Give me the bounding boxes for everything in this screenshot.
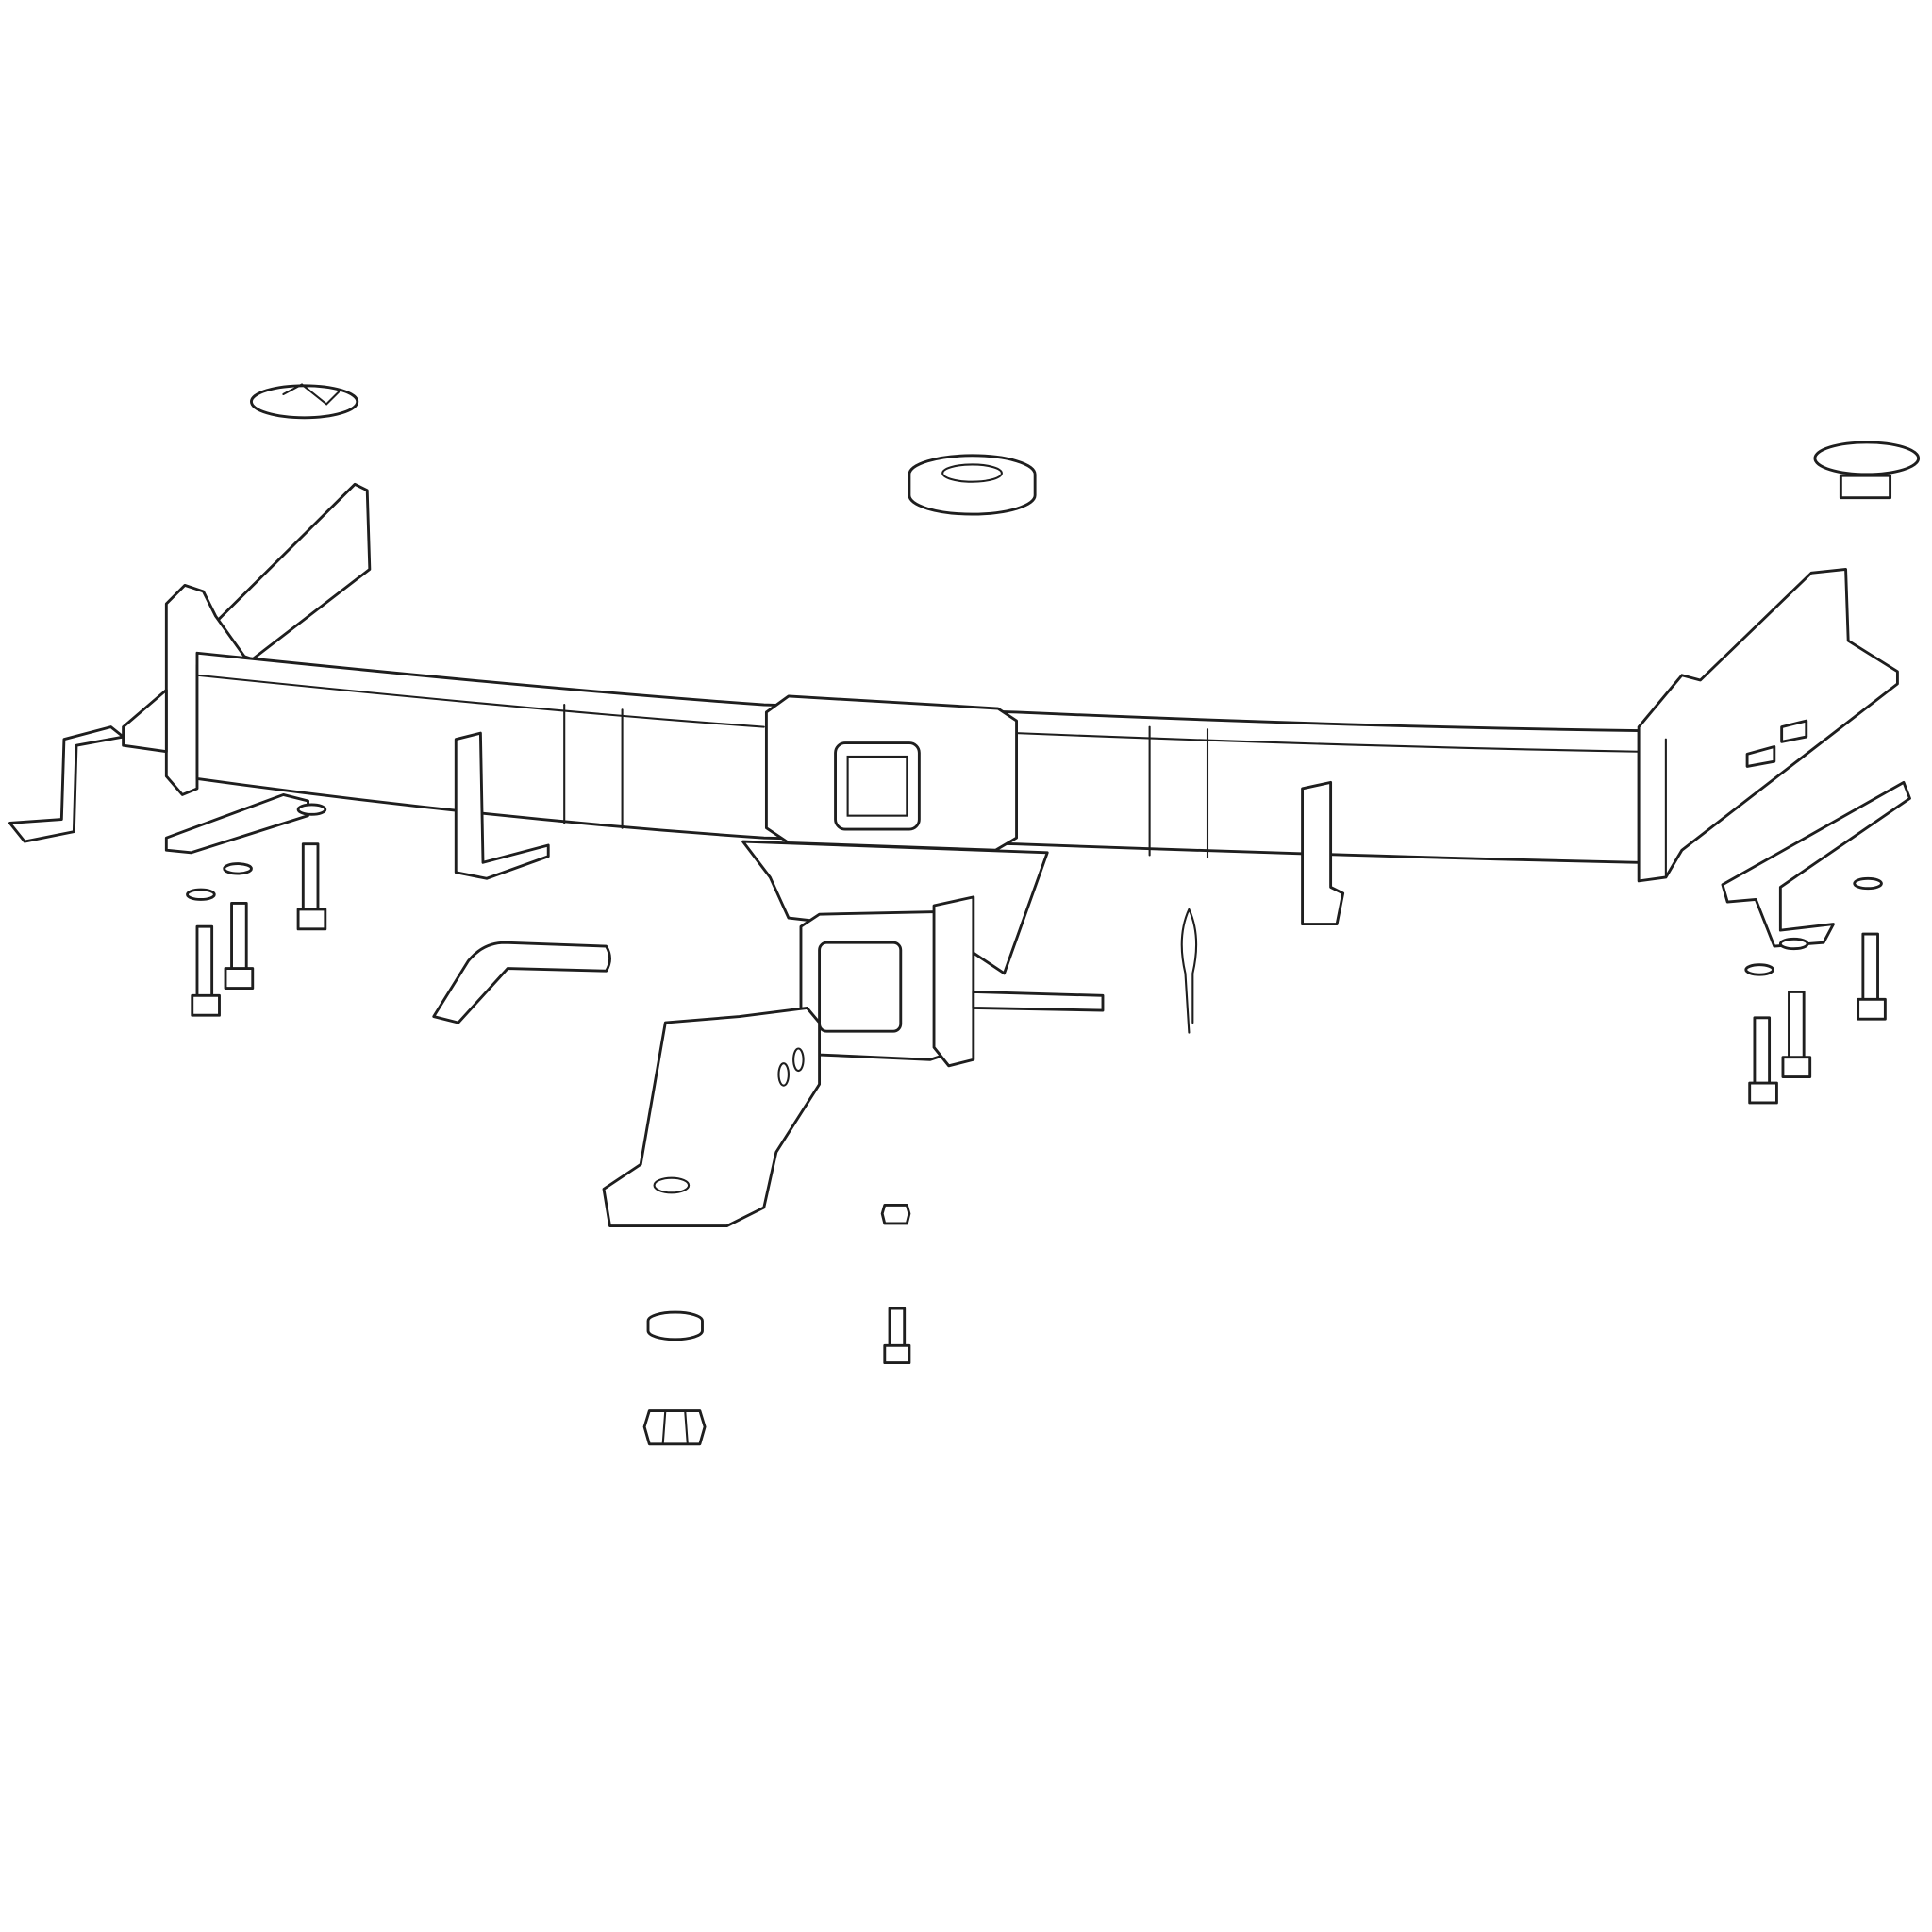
bolt bbox=[1857, 932, 1887, 1021]
right-side-bracket bbox=[1637, 567, 1911, 948]
washer bbox=[186, 888, 216, 901]
nuts bbox=[642, 1203, 911, 1446]
bolt bbox=[191, 924, 221, 1017]
right-cage-nut bbox=[1813, 441, 1921, 500]
hitch-pin-clip bbox=[1180, 908, 1198, 1034]
bolt bbox=[1781, 990, 1812, 1078]
ball-nut bbox=[642, 1409, 707, 1446]
bolt bbox=[883, 1307, 911, 1365]
receiver-tube bbox=[764, 694, 1018, 852]
center-spacer bbox=[908, 454, 1037, 516]
washer bbox=[1778, 937, 1809, 951]
hitch-pin bbox=[432, 941, 611, 1024]
lock-washer bbox=[646, 1310, 704, 1341]
left-side-bracket bbox=[8, 482, 372, 855]
washers bbox=[186, 803, 1883, 1341]
left-cage-nut bbox=[250, 383, 359, 420]
ball-mount bbox=[602, 1006, 822, 1228]
small-nut bbox=[880, 1203, 911, 1225]
washer bbox=[1853, 876, 1883, 891]
left-safety-chain-tab bbox=[454, 731, 550, 880]
right-safety-chain-tab bbox=[1301, 780, 1345, 926]
bolt bbox=[224, 901, 255, 990]
bolts bbox=[191, 842, 1887, 1365]
lower-receiver-assembly bbox=[741, 840, 1105, 1068]
washer bbox=[223, 862, 253, 875]
washer bbox=[296, 803, 327, 816]
washer bbox=[1744, 963, 1774, 976]
bolt bbox=[296, 842, 327, 931]
bolt bbox=[1748, 1016, 1778, 1105]
